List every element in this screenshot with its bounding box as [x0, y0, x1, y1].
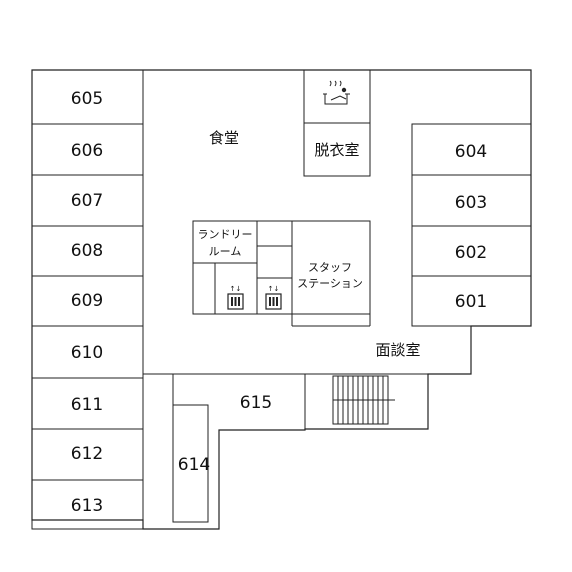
- elevator-icon: [265, 293, 282, 310]
- laundry-label-line2: ルーム: [209, 245, 242, 258]
- left-room-column: [31, 69, 144, 530]
- room-610-label: 610: [71, 343, 103, 363]
- room-601-label: 601: [455, 292, 487, 312]
- room-612-label: 612: [71, 444, 103, 464]
- bath-icon: [323, 80, 350, 105]
- elevator-icon: [227, 293, 244, 310]
- stairs-icon: [332, 375, 395, 425]
- room-607-label: 607: [71, 191, 103, 211]
- laundry-label-line1: ランドリー: [198, 228, 253, 241]
- room-609-label: 609: [71, 291, 103, 311]
- room-604-label: 604: [455, 142, 487, 162]
- room-614-label: 614: [178, 455, 210, 475]
- room-606-label: 606: [71, 141, 103, 161]
- dining-label: 食堂: [209, 129, 239, 147]
- staff-station-label-line2: ステーション: [297, 277, 363, 290]
- room-603-label: 603: [455, 193, 487, 213]
- elevator-arrows-label: ↑↓: [230, 285, 242, 293]
- bottom-wing: [142, 373, 428, 529]
- right-room-column: [411, 123, 531, 327]
- dressing-room-label: 脱衣室: [314, 141, 359, 159]
- room-613-label: 613: [71, 496, 103, 516]
- interview-room-label: 面談室: [375, 341, 420, 359]
- central-core: [192, 220, 371, 327]
- room-605-label: 605: [71, 89, 103, 109]
- room-608-label: 608: [71, 241, 103, 261]
- room-615-label: 615: [240, 393, 272, 413]
- room-611-label: 611: [71, 395, 103, 415]
- elevator-arrows-label: ↑↓: [268, 285, 280, 293]
- staff-station-label-line1: スタッフ: [308, 261, 352, 274]
- room-602-label: 602: [455, 243, 487, 263]
